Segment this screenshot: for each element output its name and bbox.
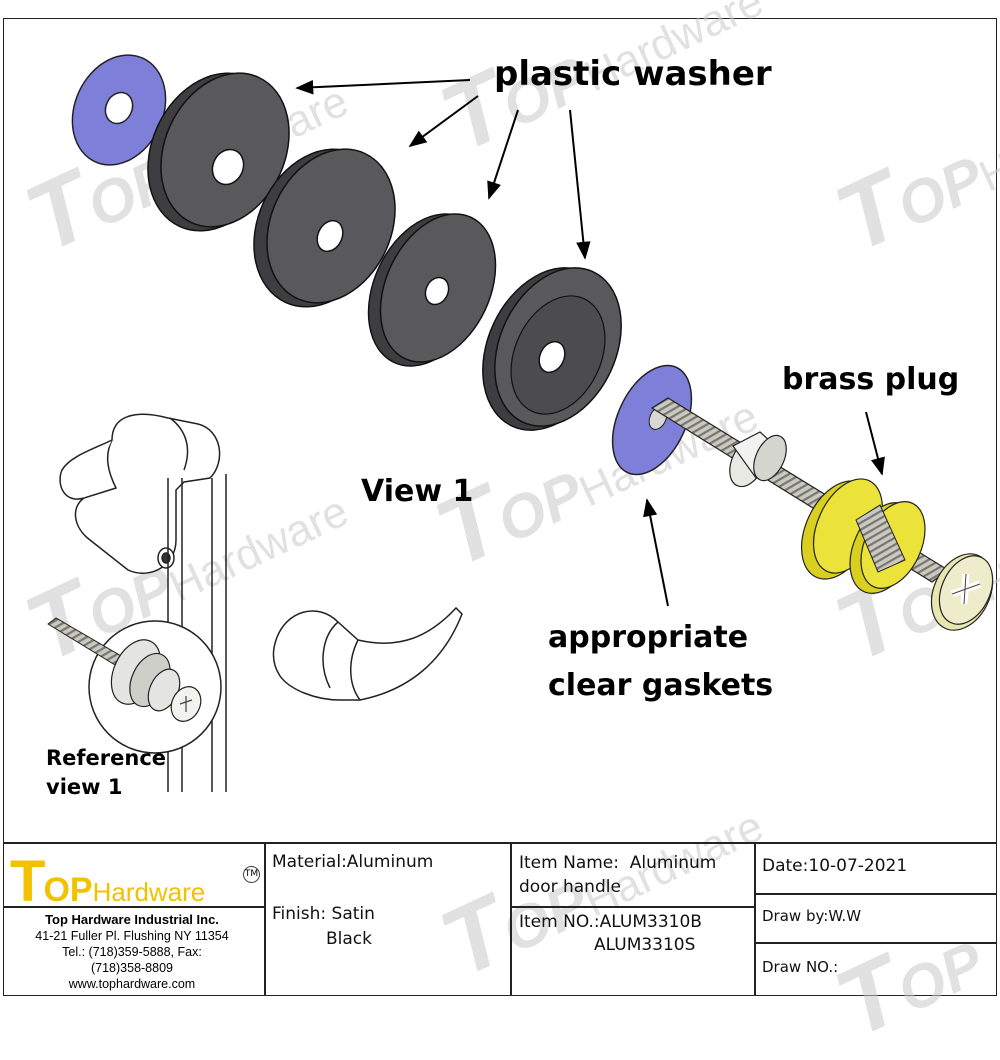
callout-plastic-washer: plastic washer xyxy=(494,54,772,94)
blue-washer xyxy=(71,54,167,166)
title-block-top-border xyxy=(3,842,997,844)
trademark-symbol: TM xyxy=(243,866,260,883)
handle-end-outline xyxy=(272,606,463,701)
material-field: Material:Aluminum xyxy=(272,852,434,872)
logo-op: OP xyxy=(43,871,93,909)
draw-by-field: Draw by:W.W xyxy=(762,907,862,925)
brass-plug xyxy=(801,478,926,594)
finish-value-line2: Black xyxy=(326,929,372,949)
callout-reference-line2: view 1 xyxy=(46,775,123,799)
logo-letter-t: T xyxy=(10,849,45,914)
title-block-divider xyxy=(754,942,997,944)
sheet-frame xyxy=(3,18,997,996)
callout-reference-line1: Reference xyxy=(46,746,167,770)
callout-gaskets-line2: clear gaskets xyxy=(548,668,774,703)
company-tel: Tel.: (718)359-5888, Fax: xyxy=(62,945,202,959)
company-address: 41-21 Fuller Pl. Flushing NY 11354 xyxy=(35,929,229,943)
plastic-washer-1 xyxy=(147,72,290,232)
callout-gaskets-line1: appropriate xyxy=(548,620,749,655)
company-fax: (718)358-8809 xyxy=(90,961,173,975)
date-field: Date:10-07-2021 xyxy=(762,856,908,876)
item-name-field: Item Name: Aluminum xyxy=(519,853,717,873)
exploded-view-drawing xyxy=(47,54,994,792)
callout-brass-plug: brass plug xyxy=(782,362,960,397)
title-block-divider xyxy=(264,842,266,996)
plastic-washer-2 xyxy=(253,148,396,308)
callout-view-1: View 1 xyxy=(361,474,474,509)
company-name: Top Hardware Industrial Inc. xyxy=(45,912,219,927)
logo-hardware: Hardware xyxy=(92,877,206,907)
plastic-washer-3 xyxy=(367,213,497,367)
finish-field: Finish: Satin xyxy=(272,904,375,924)
plastic-washer-4 xyxy=(482,267,622,431)
clear-gasket xyxy=(611,364,693,476)
title-block-divider xyxy=(754,842,756,996)
title-block-divider xyxy=(510,906,754,908)
callout-arrows xyxy=(295,79,885,607)
title-block-divider xyxy=(510,842,512,996)
drawing-sheet: TOPHardware TOPHardware TOPHardware TOPH… xyxy=(3,0,1000,1058)
draw-no-field: Draw NO.: xyxy=(762,958,839,976)
screw-head xyxy=(930,553,994,631)
item-no-line2: ALUM3310S xyxy=(594,935,696,955)
lever-handle-outline xyxy=(59,413,227,792)
company-logo: TOPHardware xyxy=(10,848,205,915)
title-block-divider xyxy=(3,906,264,908)
title-block-divider xyxy=(754,893,997,895)
item-name-line2: door handle xyxy=(519,877,621,897)
company-website: www.tophardware.com xyxy=(68,977,196,991)
item-no-field: Item NO.:ALUM3310B xyxy=(519,912,702,932)
reference-view-circle xyxy=(47,617,222,754)
